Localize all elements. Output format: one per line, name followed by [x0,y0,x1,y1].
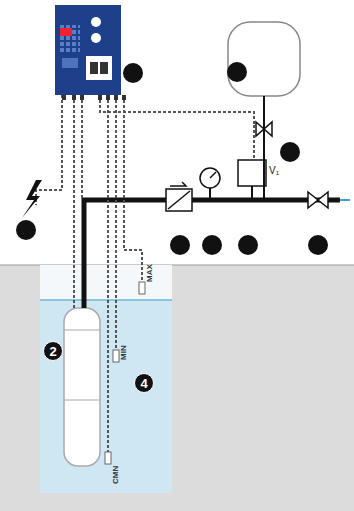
pressure-gauge [200,168,220,200]
water [40,300,172,493]
well [40,265,172,493]
cables [36,95,254,453]
gate-valve [308,192,328,208]
control-box [55,5,121,95]
pressure-tank [228,22,300,200]
probe-label: MIN [120,345,128,360]
callout-dots [16,62,328,255]
callout-number: 2 [43,341,63,361]
valve-label: V₁ [268,166,280,176]
callout-number: 4 [134,373,154,393]
check-valve [166,182,192,211]
solenoid-valve [238,125,266,200]
ground [0,265,354,511]
power-symbol [22,180,42,218]
probe-label: MAX [146,264,154,282]
pump [64,308,100,466]
probe-label: CMN [112,466,120,484]
pipe [84,200,340,308]
